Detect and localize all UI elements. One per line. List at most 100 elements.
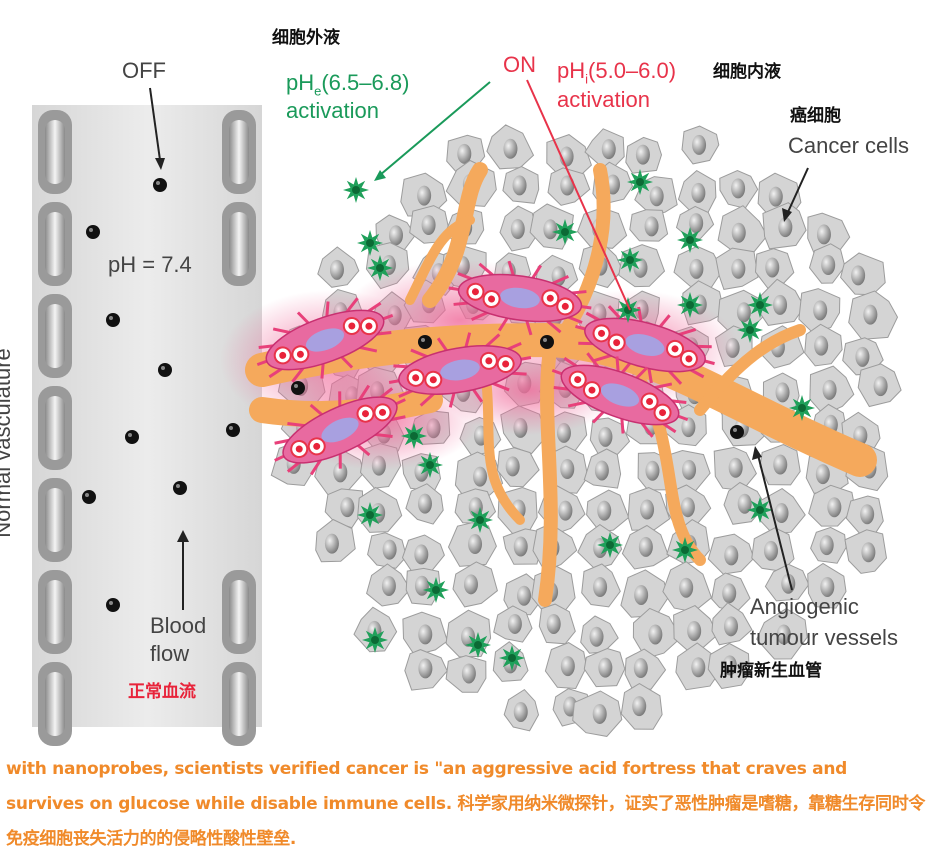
lysosome-core bbox=[429, 376, 437, 384]
cancer-cell-nucleus bbox=[513, 701, 528, 722]
cancer-cell-nucleus bbox=[774, 503, 789, 524]
cancer-cells-label: Cancer cells bbox=[788, 133, 910, 158]
wall-cell-nucleus bbox=[45, 672, 65, 736]
cancer-cell-nucleus bbox=[679, 577, 694, 598]
cancer-cell-nucleus bbox=[820, 576, 835, 597]
nanoprobe-highlight bbox=[109, 316, 113, 320]
cancer-cell-nucleus bbox=[543, 219, 558, 240]
activated-cell-nucleus bbox=[440, 359, 480, 381]
phe-prefix: pH bbox=[286, 70, 315, 95]
cancer-cell-nucleus bbox=[855, 346, 870, 367]
cancer-cell-nucleus bbox=[691, 182, 706, 203]
green-star-core bbox=[432, 586, 440, 594]
green-star-core bbox=[636, 178, 644, 186]
lysosome-core bbox=[471, 288, 479, 296]
lysosome-core bbox=[313, 442, 321, 450]
cancer-cell-nucleus bbox=[589, 626, 604, 647]
lysosome-core bbox=[546, 294, 554, 302]
cancer-cell-nucleus bbox=[731, 222, 746, 243]
cancer-cell-nucleus bbox=[638, 536, 653, 557]
cancer-cell-nucleus bbox=[765, 257, 780, 278]
cancer-cell-nucleus bbox=[648, 624, 663, 645]
wall-cell-nucleus bbox=[229, 580, 249, 644]
phe-subscript: e bbox=[314, 83, 322, 99]
cancer-cell-nucleus bbox=[681, 417, 696, 438]
cancer-cell-nucleus bbox=[512, 175, 527, 196]
green-star-core bbox=[606, 541, 614, 549]
tumour-vessel bbox=[405, 215, 475, 305]
lysosome-core bbox=[279, 351, 287, 359]
cancer-cell-nucleus bbox=[388, 225, 403, 246]
angiogenic-label-2: tumour vessels bbox=[750, 625, 898, 650]
activated-cell bbox=[388, 332, 532, 408]
lysosome-core bbox=[685, 355, 693, 363]
lysosome-core bbox=[295, 445, 303, 453]
cancer-cell-nucleus bbox=[333, 462, 348, 483]
cancer-cell-nucleus bbox=[813, 300, 828, 321]
on-label: ON bbox=[503, 52, 536, 77]
wall-cell-nucleus bbox=[229, 672, 249, 736]
green-star-core bbox=[798, 404, 806, 412]
green-star-core bbox=[366, 511, 374, 519]
lysosome-core bbox=[379, 408, 387, 416]
wall-cell-nucleus bbox=[45, 488, 65, 552]
wall-cell-nucleus bbox=[45, 304, 65, 368]
wall-cell-nucleus bbox=[229, 212, 249, 276]
nanoprobe-dot bbox=[173, 481, 187, 495]
phi-label: pHi(5.0–6.0) bbox=[557, 60, 676, 86]
cancer-cell-nucleus bbox=[775, 382, 790, 403]
activated-cell bbox=[274, 384, 406, 476]
cancer-cell-nucleus bbox=[819, 535, 834, 556]
activated-cells bbox=[256, 260, 715, 476]
cancer-cell-nucleus bbox=[633, 658, 648, 679]
cancer-cell-nucleus bbox=[731, 258, 746, 279]
lysosome-core bbox=[588, 386, 596, 394]
cancer-cell-nucleus bbox=[860, 504, 875, 525]
cancer-cell-nucleus bbox=[593, 577, 608, 598]
cancer-cell-nucleus bbox=[594, 460, 609, 481]
cancer-cell-nucleus bbox=[461, 626, 476, 647]
nanoprobe-dot bbox=[730, 425, 744, 439]
lysosome-core bbox=[613, 339, 621, 347]
blood-flow-arrowhead bbox=[177, 530, 189, 542]
cancer-cell-nucleus bbox=[324, 533, 339, 554]
green-star-core bbox=[686, 301, 694, 309]
cancer-cell-nucleus bbox=[598, 426, 613, 447]
nanoprobe-dot bbox=[106, 313, 120, 327]
nanoprobe-highlight bbox=[128, 433, 132, 437]
cancer-cell-nucleus bbox=[513, 536, 528, 557]
cancer-cell-nucleus bbox=[418, 658, 433, 679]
cancer-cell-nucleus bbox=[473, 466, 488, 487]
cancer-cell-nucleus bbox=[731, 178, 746, 199]
wall-cell-nucleus bbox=[45, 120, 65, 184]
cancer-cell-nucleus bbox=[680, 497, 695, 518]
green-star-core bbox=[746, 326, 754, 334]
cancer-cell-nucleus bbox=[503, 138, 518, 159]
nanoprobe-highlight bbox=[85, 493, 89, 497]
blood-flow-label-2: flow bbox=[150, 641, 190, 666]
nanoprobe-highlight bbox=[176, 484, 180, 488]
activated-cell bbox=[256, 297, 394, 383]
cancer-cell-nucleus bbox=[468, 534, 483, 555]
cancer-cell-nucleus bbox=[689, 213, 704, 234]
phe-arrowhead bbox=[374, 170, 386, 181]
green-star-core bbox=[681, 546, 689, 554]
lysosome-core bbox=[365, 322, 373, 330]
tumour-vessels-label-cn: 肿瘤新生血管 bbox=[720, 661, 822, 681]
green-star-core bbox=[410, 432, 418, 440]
phe-activation: activation bbox=[286, 98, 379, 123]
cancer-cell-nucleus bbox=[861, 542, 876, 563]
nanoprobe-highlight bbox=[421, 338, 425, 342]
nanoprobe-highlight bbox=[294, 384, 298, 388]
cancer-cell-nucleus bbox=[776, 624, 791, 645]
cancer-cells-arrowhead bbox=[782, 208, 792, 222]
green-star-core bbox=[476, 516, 484, 524]
cancer-cell-nucleus bbox=[723, 616, 738, 637]
off-arrow bbox=[149, 87, 161, 161]
green-star-core bbox=[756, 301, 764, 309]
lysosome-core bbox=[348, 322, 356, 330]
cancer-cell-nucleus bbox=[592, 703, 607, 724]
green-star-core bbox=[626, 256, 634, 264]
cancer-cell-nucleus bbox=[773, 454, 788, 475]
nanoprobe-dot bbox=[291, 381, 305, 395]
